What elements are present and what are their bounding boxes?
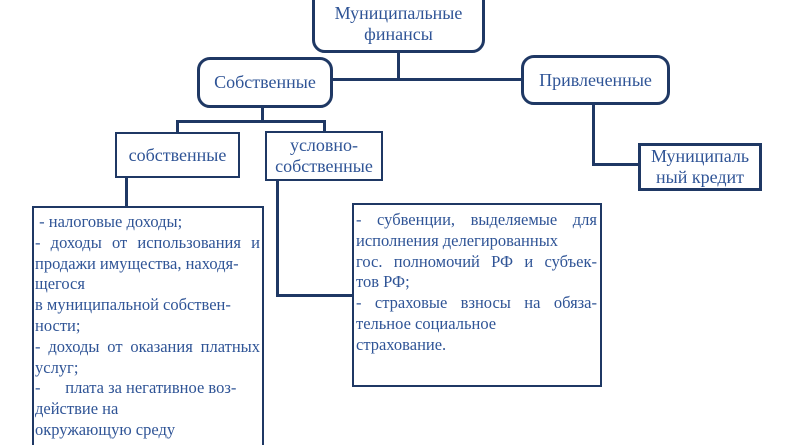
connector-own-split	[176, 120, 326, 123]
node-municipal-credit: Муниципаль ный кредит	[638, 143, 762, 191]
connector-attracted-right	[592, 163, 640, 166]
node-conditionally-own-line2: собственные	[275, 156, 373, 176]
connector-own-down	[261, 106, 264, 123]
text-line: страхование.	[356, 334, 447, 354]
node-municipal-credit-line1: Муниципаль	[650, 146, 750, 166]
connector-to-conditional	[323, 120, 326, 133]
text-line: тельное социальное	[356, 313, 497, 333]
node-own-sub-label: собственные	[128, 144, 227, 165]
node-municipal-finance-line2: финансы	[364, 23, 433, 44]
text-line: услуг;	[35, 357, 79, 377]
text-line: - доходы от оказания платных	[35, 336, 260, 356]
node-conditionally-own-line1: условно-	[289, 135, 359, 155]
connector-attracted-down	[592, 101, 595, 166]
text-line: - налоговые доходы;	[35, 212, 183, 231]
connector-to-own-sub	[176, 120, 179, 134]
text-line: гос. полномочий РФ и субъек-	[356, 251, 597, 271]
text-line: исполнения делегированных	[356, 230, 559, 250]
node-own-sources: Собственные	[197, 57, 333, 108]
node-municipal-finance-line1: Муниципальные	[334, 2, 463, 23]
text-line: - субвенции, выделяемые для	[356, 210, 597, 229]
text-line: - плата за негативное воз-	[35, 378, 237, 398]
connector-ownsub-to-list	[125, 177, 128, 208]
node-municipal-credit-line2: ный кредит	[655, 167, 744, 187]
text-line: ности;	[35, 315, 81, 335]
connector-mf-horizontal	[331, 78, 523, 81]
text-line: щегося	[35, 274, 85, 294]
text-line: - доходы от использования и	[35, 232, 260, 252]
text-line: тов РФ;	[356, 272, 410, 292]
text-line: продажи имущества, находя-	[35, 253, 239, 273]
node-attracted-sources-label: Привлеченные	[539, 69, 652, 90]
connector-mf-down	[397, 50, 400, 81]
text-line: в муниципальной собствен-	[35, 295, 231, 315]
connector-conditional-down	[276, 179, 279, 297]
node-own-sub: собственные	[115, 132, 240, 178]
text-line: окружающую среду	[35, 419, 176, 439]
node-own-sources-label: Собственные	[214, 72, 316, 92]
text-line: - страховые взносы на обяза-	[356, 293, 597, 313]
box-own-revenues-list: - налоговые доходы;- доходы от использов…	[32, 206, 264, 445]
connector-conditional-right	[276, 294, 354, 297]
text-line: действие на	[35, 399, 119, 419]
node-attracted-sources: Привлеченные	[521, 55, 670, 105]
node-municipal-finance: Муниципальные финансы	[312, 0, 485, 53]
node-conditionally-own: условно- собственные	[265, 131, 383, 181]
